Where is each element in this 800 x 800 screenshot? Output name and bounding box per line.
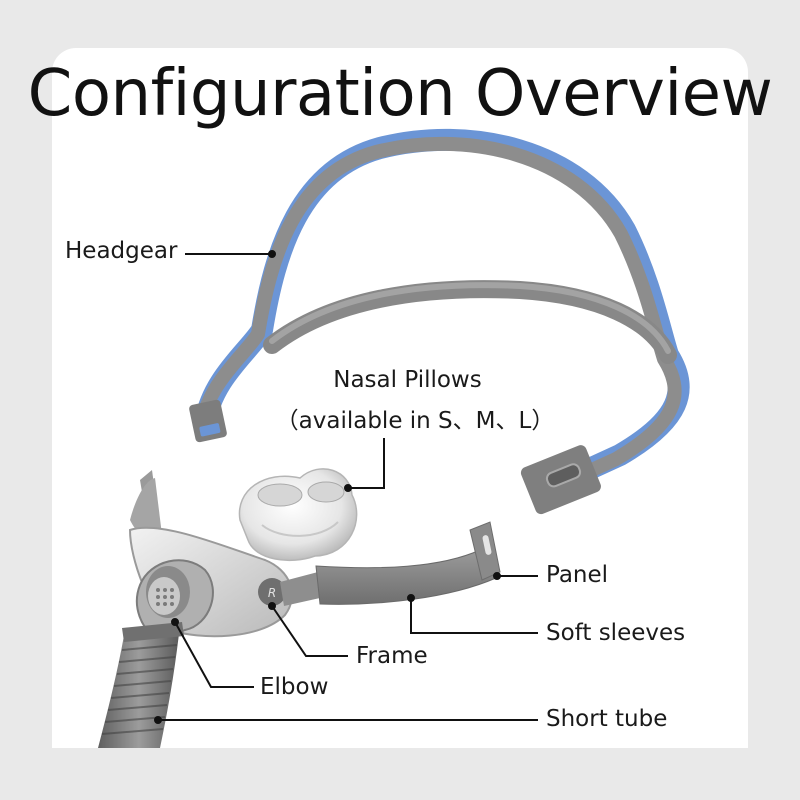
headgear <box>189 128 690 515</box>
label-soft-sleeves: Soft sleeves <box>546 620 686 646</box>
short-tube <box>98 622 184 748</box>
label-frame: Frame <box>356 643 428 669</box>
page-title: Configuration Overview <box>27 57 773 131</box>
label-short-tube: Short tube <box>546 706 668 732</box>
label-nasal-pillows: Nasal Pillows <box>333 367 482 393</box>
elbow <box>135 559 214 642</box>
leader-lines <box>154 250 538 724</box>
elbow-leader <box>174 621 254 688</box>
label-elbow: Elbow <box>260 674 329 700</box>
nasal-pillows <box>238 468 358 562</box>
frame-leader <box>271 605 348 657</box>
frame-mark: R <box>268 586 276 600</box>
label-nasal-pillows-sizes: （available in S、M、L） <box>275 408 555 434</box>
soft-sleeves-leader <box>410 598 538 634</box>
nasal-pillows-leader <box>348 438 385 489</box>
label-headgear: Headgear <box>65 238 178 264</box>
label-panel: Panel <box>546 562 609 588</box>
